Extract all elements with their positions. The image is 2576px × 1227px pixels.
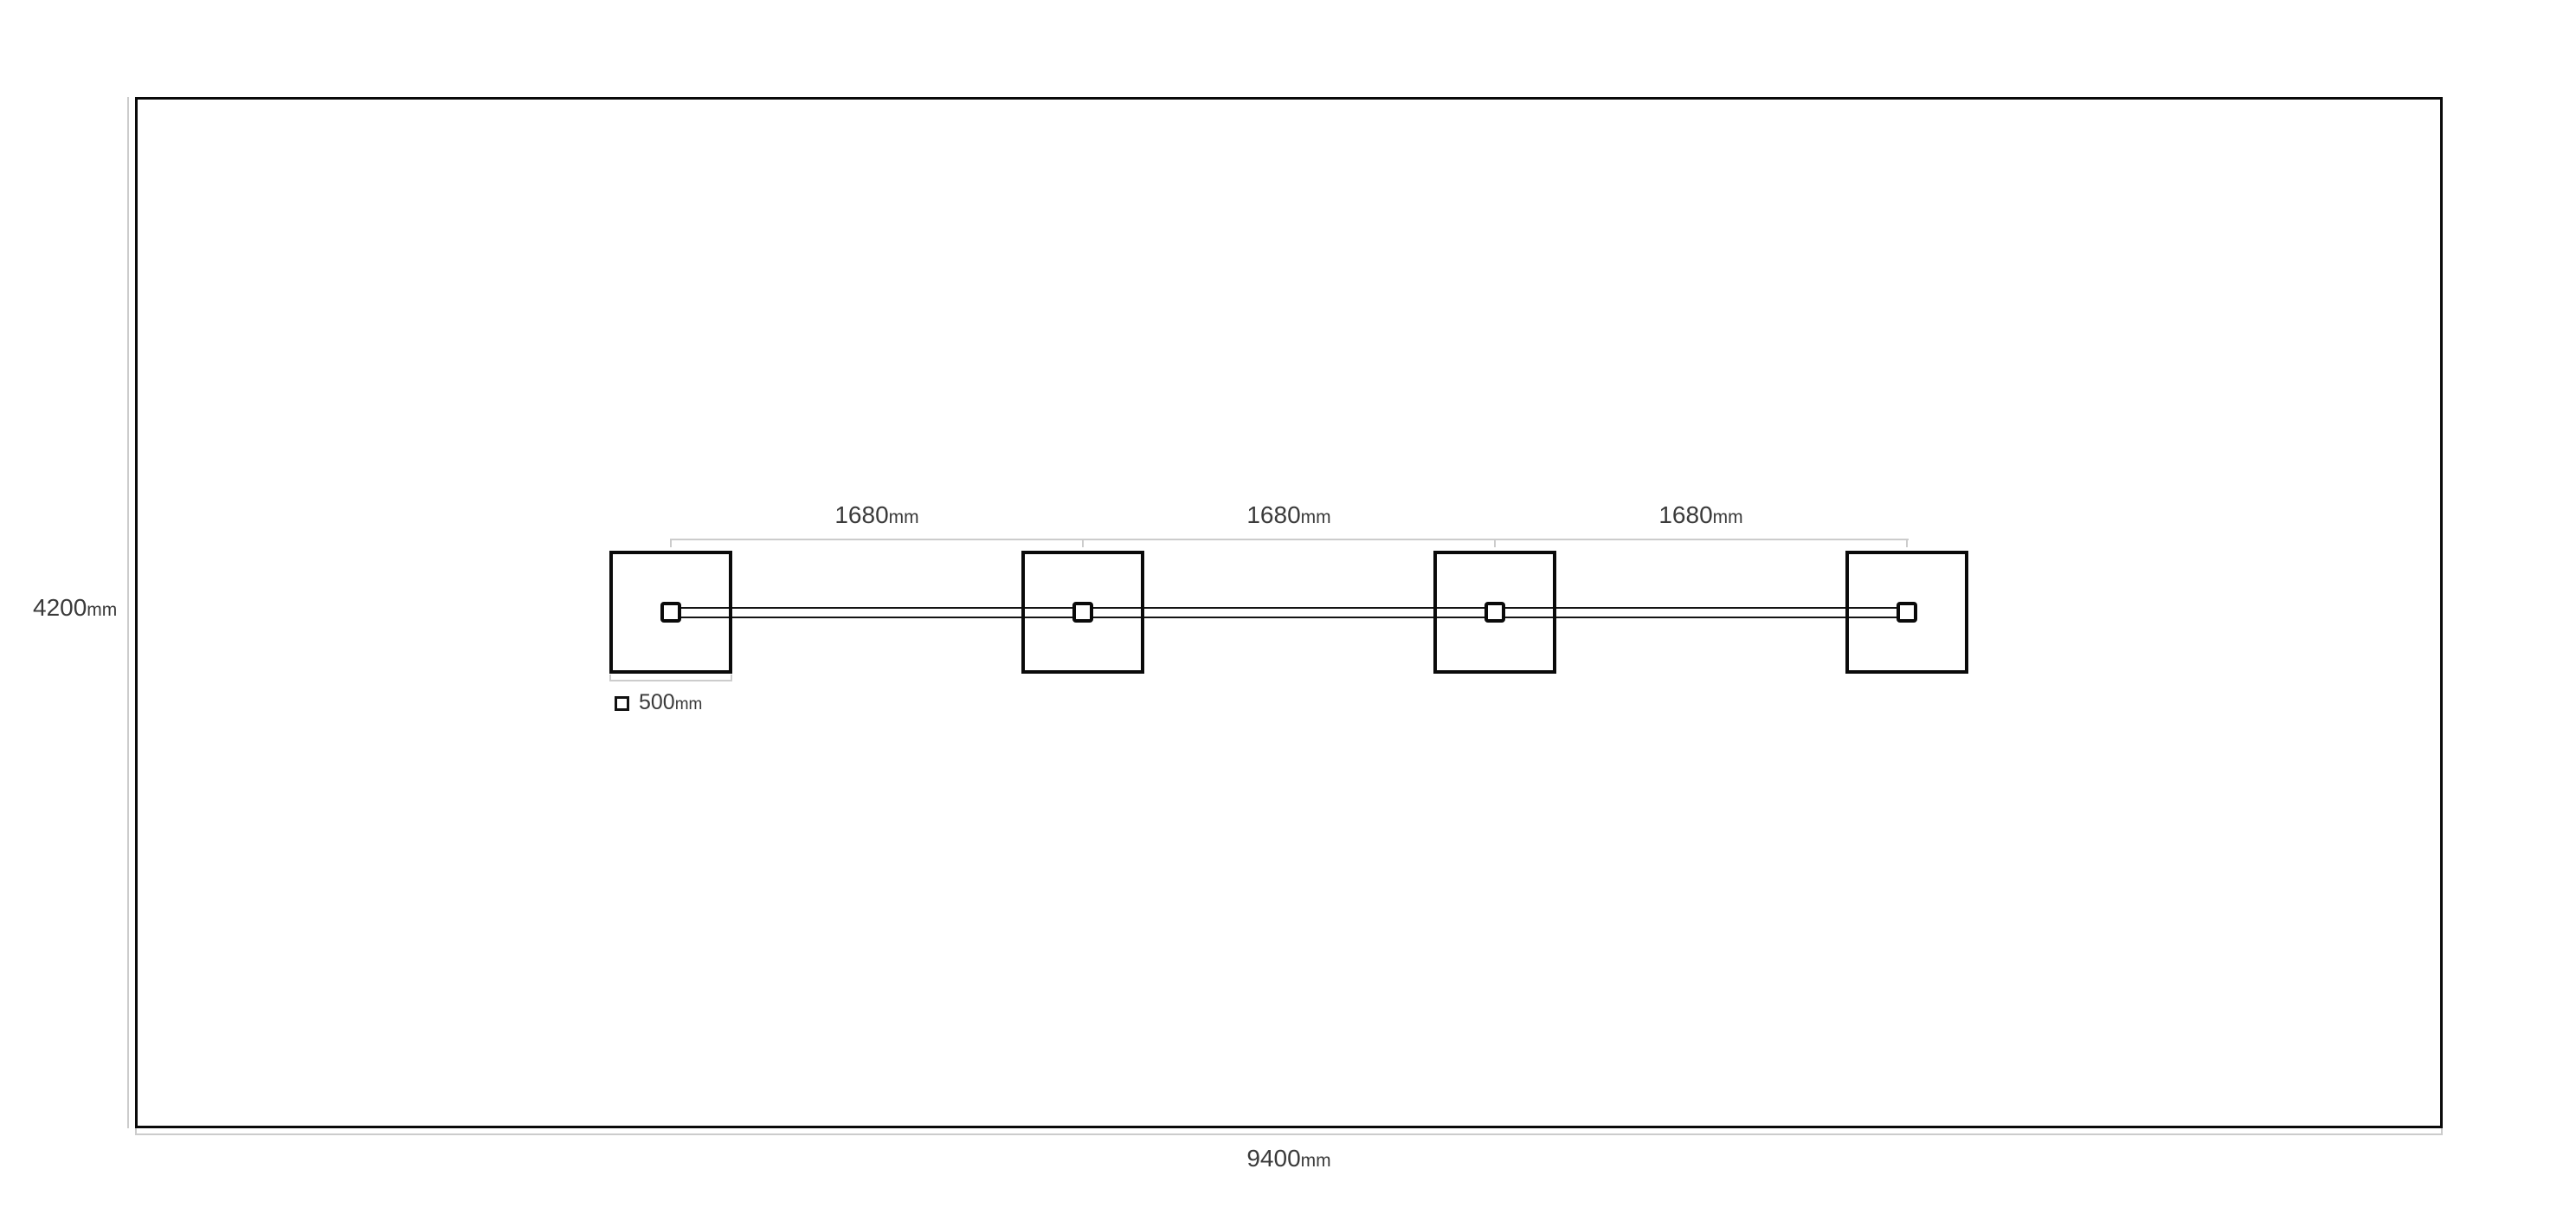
post-width-bracket-tick-left	[609, 675, 611, 681]
spacing-dimension-line	[671, 539, 1909, 540]
spacing-dimension-tick	[1082, 539, 1084, 547]
spacing-dimension-value: 1680	[1246, 501, 1301, 528]
legend: 500mm	[615, 691, 702, 716]
square-outline-icon	[615, 696, 629, 711]
spacing-dimension-tick	[670, 539, 672, 547]
post-square-2	[1021, 551, 1144, 674]
post-width-bracket	[609, 680, 732, 681]
spacing-dimension-unit: mm	[888, 507, 919, 527]
height-extension-line	[127, 97, 129, 1128]
width-extension-line	[135, 1133, 2443, 1135]
legend-unit: mm	[674, 695, 703, 714]
width-dimension-value: 9400	[1246, 1145, 1301, 1172]
height-dimension-unit: mm	[87, 600, 118, 620]
spacing-dimension-label: 1680mm	[1246, 502, 1330, 531]
spacing-dimension-value: 1680	[1658, 501, 1713, 528]
width-dimension-unit: mm	[1300, 1151, 1331, 1171]
spacing-dimension-unit: mm	[1300, 507, 1331, 527]
spacing-dimension-label: 1680mm	[834, 502, 918, 531]
post-width-bracket-tick-right	[731, 675, 732, 681]
post-anchor-square-2	[1072, 602, 1093, 623]
post-anchor-square-4	[1897, 602, 1917, 623]
area-outline	[135, 97, 2443, 1128]
height-dimension-label: 4200mm	[33, 594, 117, 623]
height-dimension-value: 4200	[33, 594, 87, 621]
width-extension-tick-right	[2441, 1128, 2443, 1135]
spacing-dimension-value: 1680	[834, 501, 889, 528]
post-anchor-square-3	[1484, 602, 1505, 623]
post-square-3	[1433, 551, 1556, 674]
post-anchor-square-1	[660, 602, 681, 623]
spacing-dimension-unit: mm	[1712, 507, 1743, 527]
post-square-1	[609, 551, 732, 674]
legend-value: 500	[639, 690, 675, 714]
post-square-4	[1845, 551, 1968, 674]
spacing-dimension-label: 1680mm	[1658, 502, 1742, 531]
spacing-dimension-tick	[1494, 539, 1496, 547]
legend-label: 500mm	[639, 691, 702, 716]
spacing-dimension-tick	[1906, 539, 1908, 547]
width-dimension-label: 9400mm	[1246, 1146, 1330, 1174]
width-extension-tick-left	[135, 1128, 137, 1135]
connecting-rail	[671, 607, 1907, 618]
